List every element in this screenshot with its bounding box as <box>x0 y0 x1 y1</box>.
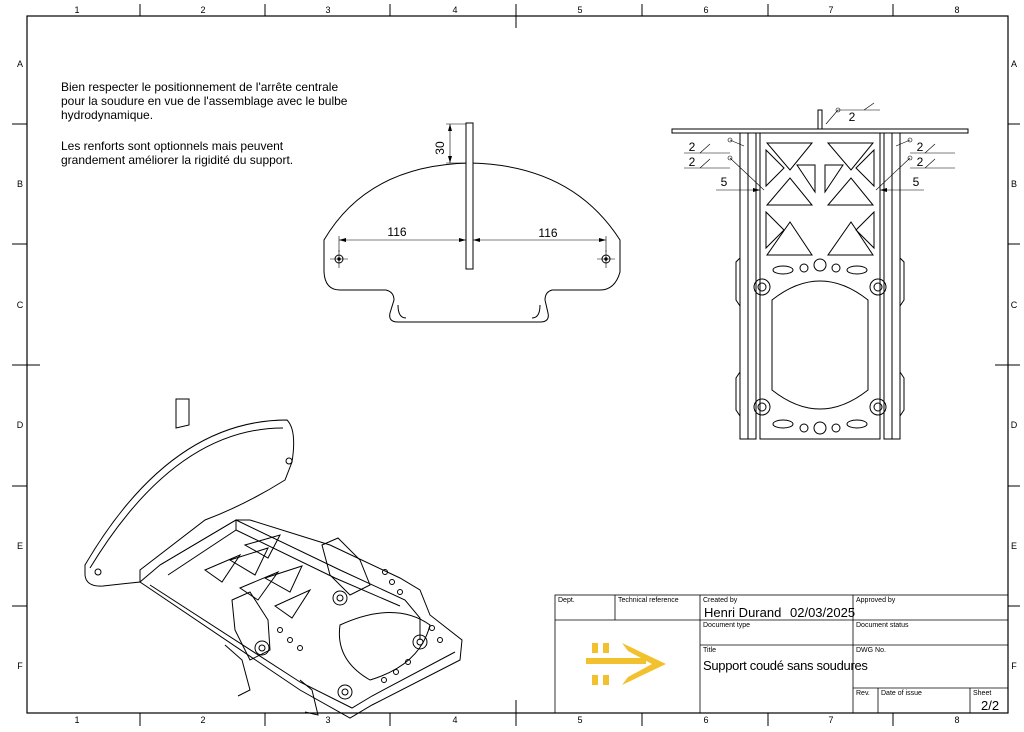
col-label-3: 3 <box>325 5 330 15</box>
col-label-8-bottom: 8 <box>954 715 959 725</box>
weld-right-2: 2 <box>917 155 924 169</box>
created-date: 02/03/2025 <box>790 605 856 620</box>
weld-right-1: 2 <box>917 140 924 154</box>
assembly-note: Bien respecter le positionnement de l'ar… <box>61 80 348 122</box>
front-dim-height: 30 <box>433 141 447 155</box>
col-label-7-bottom: 7 <box>828 715 833 725</box>
row-label-D-right: D <box>1011 420 1018 430</box>
title-label: Title <box>703 647 716 654</box>
col-label-8: 8 <box>954 5 959 15</box>
row-label-A-right: A <box>1011 59 1017 69</box>
approved-by-label: Approved by <box>856 597 896 604</box>
row-label-D: D <box>17 420 24 430</box>
date-of-issue-label: Date of issue <box>881 690 922 697</box>
dept-label: Dept. <box>558 597 575 604</box>
row-label-B: B <box>17 179 23 189</box>
row-label-E: E <box>17 541 23 551</box>
row-label-F-right: F <box>1011 661 1017 671</box>
weld-left-2: 2 <box>689 155 696 169</box>
row-label-E-right: E <box>1011 541 1017 551</box>
col-label-2: 2 <box>200 5 205 15</box>
isometric-view <box>84 398 463 719</box>
col-label-5: 5 <box>577 5 582 15</box>
company-logo <box>586 643 666 685</box>
col-label-2-bottom: 2 <box>200 715 205 725</box>
top-dim-left: 5 <box>721 175 728 189</box>
created-by-value: Henri Durand <box>704 605 782 620</box>
technical-reference-label: Technical reference <box>618 597 679 604</box>
col-label-7: 7 <box>828 5 833 15</box>
front-view <box>323 122 621 323</box>
front-dim-right: 116 <box>538 226 557 240</box>
title-block <box>554 594 1009 714</box>
row-label-A: A <box>17 59 23 69</box>
col-label-4-bottom: 4 <box>452 715 457 725</box>
col-label-3-bottom: 3 <box>325 715 330 725</box>
col-label-6: 6 <box>703 5 708 15</box>
row-label-C-right: C <box>1011 300 1018 310</box>
drawing-title: Support coudé sans soudures <box>703 658 868 673</box>
document-type-label: Document type <box>703 622 751 629</box>
dwg-no-label: DWG No. <box>856 647 886 654</box>
sheet-value: 2/2 <box>981 698 1000 713</box>
row-label-B-right: B <box>1011 179 1017 189</box>
col-label-6-bottom: 6 <box>703 715 708 725</box>
col-label-4: 4 <box>452 5 457 15</box>
weld-left-1: 2 <box>689 140 696 154</box>
col-label-5-bottom: 5 <box>577 715 582 725</box>
col-label-1-bottom: 1 <box>74 715 79 725</box>
top-dim-right: 5 <box>913 175 920 189</box>
col-label-1: 1 <box>74 5 79 15</box>
reinforcement-note: Les renforts sont optionnels mais peuven… <box>61 139 294 167</box>
sheet-label: Sheet <box>973 690 992 697</box>
top-view <box>671 102 969 440</box>
top-weld-mark: 2 <box>849 110 856 124</box>
row-label-C: C <box>17 300 24 310</box>
rev-label: Rev. <box>856 690 870 697</box>
zone-ticks <box>12 4 1020 726</box>
front-dim-left: 116 <box>387 225 406 239</box>
created-by-label: Created by <box>703 597 738 604</box>
row-label-F: F <box>17 661 23 671</box>
document-status-label: Document status <box>856 622 909 629</box>
